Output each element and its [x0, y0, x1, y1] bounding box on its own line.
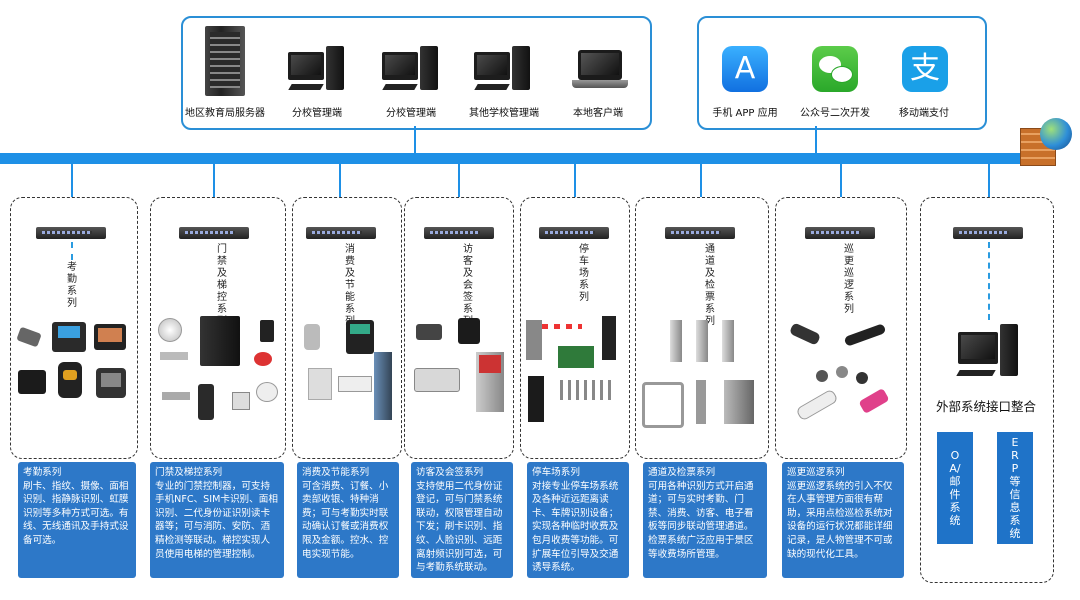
- subsystem-label: 考勤系列: [67, 262, 77, 309]
- desktop-pc-icon: [382, 46, 442, 94]
- dashed-link: [71, 242, 73, 260]
- gate-devices-icon: [640, 320, 762, 430]
- description-access-control: 门禁及梯控系列 专业的门禁控制器，可支持手机NFC、SIM卡识别、面相识别、二代…: [150, 462, 284, 578]
- subsystem-label: 访客及会签系列: [463, 244, 473, 327]
- desktop-pc-icon: [474, 46, 534, 94]
- alipay-icon: 支: [902, 46, 948, 92]
- description-patrol: 巡更巡逻系列 巡更巡逻系统的引入不仅在人事管理方面很有帮助，采用点检巡检系统对设…: [782, 462, 904, 578]
- subsystem-label: 通道及检票系列: [705, 244, 715, 327]
- device-label: 分校管理端: [386, 108, 436, 119]
- description-visitor: 访客及会签系列 支持使用二代身份证登记，可与门禁系统联动，权限管理自动下发；刷卡…: [411, 462, 513, 578]
- device-label: 本地客户端: [573, 108, 623, 119]
- network-bus: [0, 153, 1030, 164]
- device-label: 其他学校管理端: [469, 108, 539, 119]
- description-gate: 通道及检票系列 可用各种识别方式开启通道；可与实时考勤、门禁、消费、访客、电子看…: [643, 462, 767, 578]
- connector-line: [213, 164, 215, 226]
- internet-globe-icon: [1040, 118, 1072, 150]
- network-switch-icon: [665, 227, 735, 239]
- app-label: 公众号二次开发: [800, 108, 870, 119]
- connector-line: [414, 126, 416, 154]
- dashed-link: [988, 242, 990, 320]
- network-switch-icon: [953, 227, 1023, 239]
- server-rack-icon: [205, 26, 245, 96]
- wechat-icon: [812, 46, 858, 92]
- connector-line: [988, 164, 990, 226]
- network-switch-icon: [805, 227, 875, 239]
- parking-devices-icon: [526, 316, 624, 426]
- desktop-pc-icon: [288, 46, 348, 94]
- device-label: 地区教育局服务器: [185, 108, 265, 119]
- erp-system-button[interactable]: ERP等信息系统: [997, 432, 1033, 544]
- connector-line: [339, 164, 341, 226]
- visitor-devices-icon: [412, 318, 508, 418]
- access-control-devices-icon: [156, 316, 280, 426]
- app-label: 手机 APP 应用: [712, 108, 778, 119]
- connector-line: [700, 164, 702, 226]
- patrol-devices-icon: [786, 320, 896, 430]
- external-title: 外部系统接口整合: [935, 399, 1036, 414]
- app-store-icon: A: [722, 46, 768, 92]
- consumption-devices-icon: [300, 318, 396, 428]
- desktop-pc-icon: [954, 324, 1020, 382]
- description-parking: 停车场系列 对接专业停车场系统及各种近远距离读卡、车牌识别设备；实现各种临时收费…: [527, 462, 629, 578]
- description-attendance: 考勤系列 刷卡、指纹、摄像、面相识别、指静脉识别、虹膜识别等多种方式可选。有线、…: [18, 462, 136, 578]
- app-label: 移动端支付: [899, 108, 949, 119]
- subsystem-label: 消费及节能系列: [345, 244, 355, 327]
- connector-line: [71, 164, 73, 226]
- attendance-devices-icon: [16, 322, 128, 402]
- network-switch-icon: [179, 227, 249, 239]
- connector-line: [815, 126, 817, 154]
- connector-line: [458, 164, 460, 226]
- laptop-icon: [572, 50, 628, 94]
- connector-line: [574, 164, 576, 226]
- network-switch-icon: [36, 227, 106, 239]
- subsystem-label: 巡更巡逻系列: [844, 244, 854, 315]
- oa-mail-system-button[interactable]: OA/邮件系统: [937, 432, 973, 544]
- description-consumption: 消费及节能系列 可含消费、订餐、小卖部收银、特种消费；可与考勤实时联动确认订餐或…: [297, 462, 399, 578]
- network-switch-icon: [306, 227, 376, 239]
- subsystem-label: 停车场系列: [579, 244, 589, 303]
- network-switch-icon: [424, 227, 494, 239]
- network-switch-icon: [539, 227, 609, 239]
- connector-line: [840, 164, 842, 226]
- device-label: 分校管理端: [292, 108, 342, 119]
